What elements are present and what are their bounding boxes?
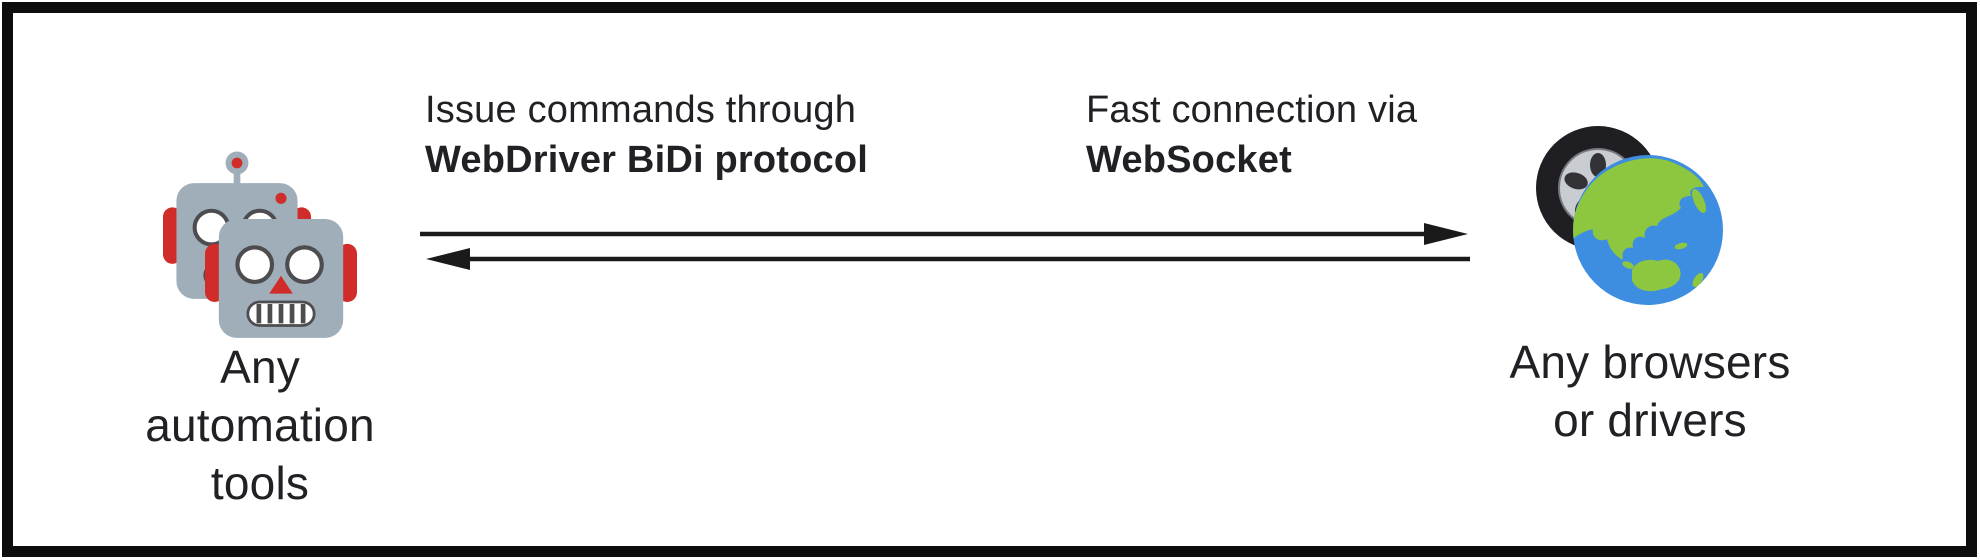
robot-icon — [205, 186, 357, 338]
bidirectional-arrows — [420, 223, 1470, 270]
wheel-globe-icon — [1536, 126, 1723, 305]
protocol-heading-line2: WebDriver BiDi protocol — [425, 139, 869, 181]
globe-icon — [1573, 155, 1723, 305]
connection-heading-line2: WebSocket — [1086, 139, 1292, 181]
protocol-heading-line1: Issue commands through — [425, 89, 857, 131]
arrow-right — [420, 223, 1468, 245]
browsers-node: Any browsers or drivers — [1480, 118, 1820, 498]
connection-heading: Fast connection via WebSocket — [1086, 85, 1417, 185]
automation-tools-node: Any automation tools — [120, 140, 400, 520]
protocol-heading: Issue commands through WebDriver BiDi pr… — [425, 85, 868, 185]
arrow-left — [426, 248, 1470, 270]
automation-tools-label: Any automation tools — [145, 341, 375, 509]
browsers-drivers-label: Any browsers or drivers — [1509, 336, 1791, 446]
connection-heading-line1: Fast connection via — [1086, 89, 1418, 131]
